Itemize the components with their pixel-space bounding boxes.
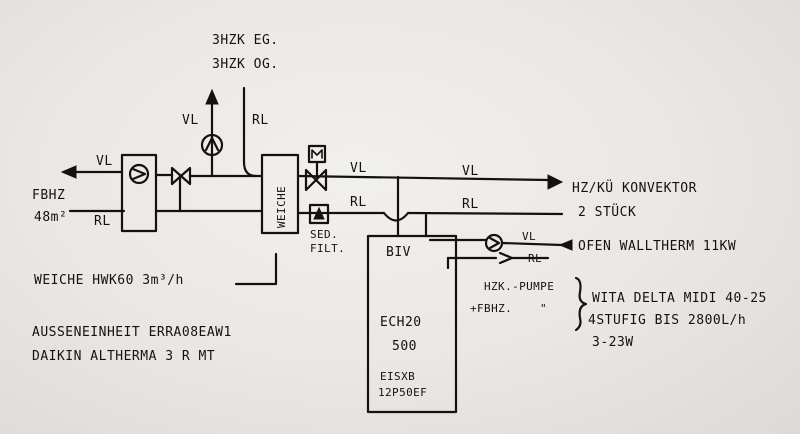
- main-valve: [304, 168, 328, 192]
- label-wita-watt: 3-23W: [592, 335, 634, 350]
- hzk-rl-riser: [242, 86, 258, 178]
- main-vl-line: [296, 174, 550, 182]
- fbhz-mixer-box: [120, 153, 158, 233]
- label-3hzk-og: 3HZK OG.: [212, 57, 279, 72]
- label-weiche-box: WEICHE: [275, 186, 288, 228]
- label-vl-main: VL: [350, 161, 367, 176]
- label-ditto: ": [540, 302, 547, 315]
- label-fbhz: FBHZ: [32, 188, 65, 203]
- label-sed: SED.: [310, 228, 338, 241]
- label-biv: BIV: [386, 245, 411, 260]
- label-wita-delta-midi: WITA DELTA MIDI 40-25: [592, 291, 767, 306]
- ofen-vl-line-b: [500, 241, 564, 247]
- fbhz-vl-arrowhead: [60, 165, 77, 179]
- label-ech20: ECH20: [380, 315, 422, 330]
- ech20-storage-tank: [366, 234, 458, 414]
- label-ofen: OFEN WALLTHERM 11KW: [578, 239, 736, 254]
- label-hz-kue-konvektor: HZ/KÜ KONVEKTOR: [572, 179, 697, 196]
- weiche-box: [260, 153, 300, 235]
- main-rl-crossover: [382, 211, 410, 222]
- label-rl-ofen: RL: [528, 252, 542, 265]
- label-2-stueck: 2 STÜCK: [578, 203, 636, 220]
- label-rl-main: RL: [350, 195, 367, 210]
- label-vl-main-2: VL: [462, 164, 479, 179]
- label-vl-fbhz: VL: [96, 154, 113, 169]
- label-rl-fbhz: RL: [94, 214, 111, 229]
- actuator-m-symbol: [311, 149, 323, 159]
- weiche-hwk-bracket: [234, 252, 278, 286]
- sediment-filter-symbol: [313, 206, 325, 220]
- label-daikin-altherma: DAIKIN ALTHERMA 3 R MT: [32, 349, 215, 364]
- label-wita-stufig: 4STUFIG BIS 2800L/h: [588, 313, 746, 328]
- label-ech20-500: 500: [392, 339, 417, 354]
- hzk-pump-circle: [200, 133, 224, 157]
- label-weiche-hwk60: WEICHE HWK60 3m³/h: [34, 273, 184, 288]
- label-vl-hzk: VL: [182, 113, 199, 128]
- label-3hzk-eg: 3HZK EG.: [212, 33, 279, 48]
- ofen-vl-arrowhead: [558, 239, 573, 251]
- label-12p50ef: 12P50EF: [378, 386, 427, 399]
- hzk-vl-arrowhead: [205, 88, 219, 105]
- label-filt: FILT.: [310, 242, 345, 255]
- label-ausseneinheit: AUSSENEINHEIT ERRA08EAW1: [32, 325, 232, 340]
- main-rl-line-b: [406, 211, 564, 216]
- ofen-pump-symbol: [488, 236, 501, 250]
- pump-note-brace: [574, 276, 588, 332]
- main-vl-arrowhead: [547, 174, 564, 190]
- hzk-pump-symbol: [204, 136, 220, 152]
- sediment-filter-box: [308, 203, 330, 225]
- label-fbhz-area: 48m²: [34, 210, 67, 225]
- label-vl-ofen: VL: [522, 230, 536, 243]
- label-eisxb: EISXB: [380, 370, 415, 383]
- ofen-valve: [498, 251, 514, 265]
- label-hzk-pumpe: HZK.-PUMPE: [484, 280, 554, 293]
- fbhz-pump-circle: [128, 163, 150, 185]
- label-rl-hzk: RL: [252, 113, 269, 128]
- fbhz-pump-symbol: [131, 167, 147, 181]
- label-rl-main-2: RL: [462, 197, 479, 212]
- fbhz-valve: [170, 166, 192, 186]
- label-fbhz-pumpe: +FBHZ.: [470, 302, 512, 315]
